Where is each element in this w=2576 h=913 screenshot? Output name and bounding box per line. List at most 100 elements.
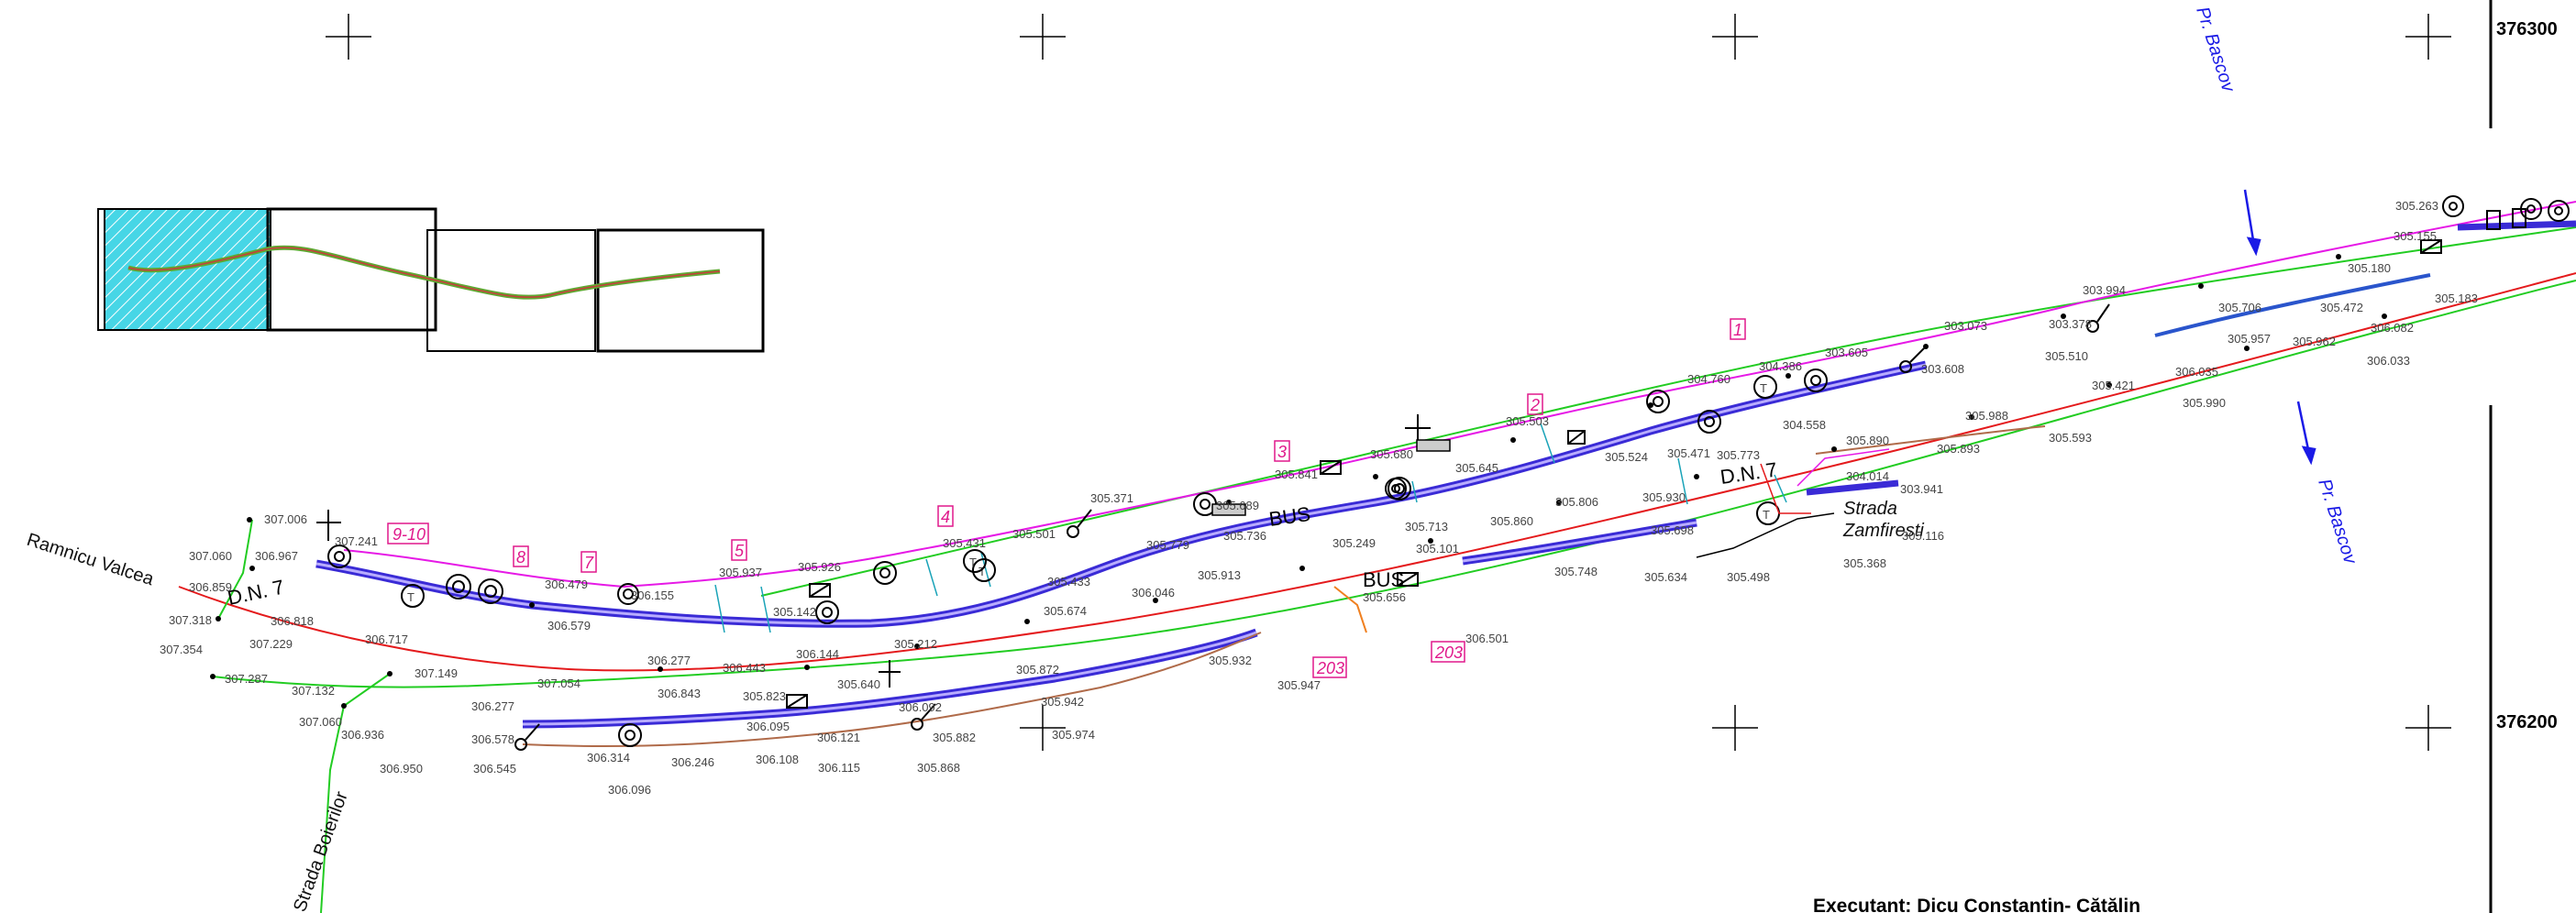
inset-sheet-frame xyxy=(426,229,596,352)
grid-cross xyxy=(2405,705,2451,751)
place-names: Ramnicu Valcea D.N. 7 D.N. 7 Strada Boie… xyxy=(24,5,2360,913)
bus-stops xyxy=(1211,439,1451,516)
road-edge-side-street xyxy=(320,673,391,913)
north-boundary xyxy=(343,201,2576,588)
spot-elevation: 305.689 xyxy=(1216,499,1259,512)
pipe-bundle-short xyxy=(1806,479,1899,496)
tag-label: 203 xyxy=(1434,644,1463,662)
spot-elevation: 305.503 xyxy=(1506,414,1549,428)
pole-icon xyxy=(316,510,341,541)
svg-text:T: T xyxy=(1760,381,1767,395)
road-label-dn7-east: D.N. 7 xyxy=(1719,458,1778,489)
inset-sheet-frame xyxy=(266,207,437,332)
tag-box xyxy=(1730,318,1746,340)
spot-elevation: 305.872 xyxy=(1016,663,1059,676)
road-axis xyxy=(178,272,2576,672)
inset-sheet-frame xyxy=(596,228,765,353)
spot-elevation: 305.249 xyxy=(1332,536,1376,550)
tag-label: 9-10 xyxy=(392,525,426,544)
teal-connectors xyxy=(714,423,1787,633)
spot-elevation: 305.779 xyxy=(1146,538,1189,552)
tag-label: 5 xyxy=(735,542,745,560)
spot-elevation: 303.941 xyxy=(1900,482,1943,496)
cabinet-icon xyxy=(1567,430,1586,445)
tag-box xyxy=(580,551,597,573)
tag-box xyxy=(513,545,529,567)
road-edges xyxy=(212,226,2576,913)
spot-elevation: 306.155 xyxy=(631,588,674,602)
spot-elevation: 305.823 xyxy=(743,689,786,703)
utility-bundles xyxy=(315,220,2576,729)
spot-elevation: 306.579 xyxy=(547,619,591,632)
bus-stop-shelter xyxy=(1416,439,1451,452)
brown-line-east xyxy=(1815,425,2046,455)
spot-elevation: 305.698 xyxy=(1651,523,1694,537)
spot-elevation: 305.937 xyxy=(719,566,762,579)
spot-elevation: 306.035 xyxy=(2175,365,2218,379)
bus-stop-shelter xyxy=(1211,503,1246,516)
spot-elevation: 305.773 xyxy=(1717,448,1760,462)
street-zamfiresti: Zamfiresti xyxy=(1842,521,1924,541)
side-street-edge xyxy=(1760,463,1811,514)
spot-elevation: 305.371 xyxy=(1090,491,1133,505)
spot-elevation: 305.932 xyxy=(1209,654,1252,667)
spot-elevation: 307.060 xyxy=(299,715,342,729)
spot-elevation: 305.501 xyxy=(1012,527,1056,541)
manhole-icon xyxy=(446,574,471,600)
spot-elevation: 306.443 xyxy=(723,661,766,675)
spot-elevation: 304.386 xyxy=(1759,359,1802,373)
spot-elevation: 305.421 xyxy=(2092,379,2135,392)
grid-cross xyxy=(1712,14,1758,60)
grid-crosses xyxy=(326,14,2451,751)
grid-cross xyxy=(1712,705,1758,751)
tag-label: 3 xyxy=(1277,443,1287,461)
spot-elevation: 306.082 xyxy=(2371,321,2414,335)
tag-box xyxy=(1274,440,1290,462)
street-strada-boierilor: Strada Boierilor xyxy=(290,788,352,913)
manhole-icon xyxy=(1388,477,1411,500)
tag-label: 4 xyxy=(941,508,950,526)
spot-elevation: 305.640 xyxy=(837,677,880,691)
spot-elevation: 306.501 xyxy=(1465,632,1509,645)
spot-elevation: 306.246 xyxy=(671,755,714,769)
spot-elevation: 306.121 xyxy=(817,731,860,744)
river-label-pr-bascov: Pr. Bascov xyxy=(2314,477,2360,567)
side-street-edge xyxy=(1696,512,1835,558)
pipe-line-upper xyxy=(2154,273,2431,337)
spot-elevation: 305.860 xyxy=(1490,514,1533,528)
svg-text:T: T xyxy=(1763,508,1770,522)
manhole-icon: T xyxy=(401,584,425,608)
spot-elevation: 305.988 xyxy=(1965,409,2008,423)
manhole-icon: T xyxy=(1753,375,1777,399)
spot-elevation: 304.014 xyxy=(1846,469,1889,483)
manhole-icon xyxy=(2548,200,2570,222)
spot-elevation: 304.558 xyxy=(1783,418,1826,432)
spot-elevation: 306.967 xyxy=(255,549,298,563)
spot-elevation: 305.116 xyxy=(1902,529,1944,543)
spot-elevation: 307.241 xyxy=(335,534,378,548)
spot-elevation: 306.950 xyxy=(380,762,423,776)
spot-elevation: 306.717 xyxy=(365,632,408,646)
spot-elevation: 305.841 xyxy=(1275,468,1318,481)
secondary-lines xyxy=(522,425,2046,748)
manhole-icon xyxy=(1697,410,1721,434)
tag-box xyxy=(1312,656,1347,678)
cabinet-icon xyxy=(1320,460,1342,475)
spot-elevation: 306.818 xyxy=(271,614,314,628)
spot-elevation: 306.092 xyxy=(899,700,942,714)
spot-elevation: 305.926 xyxy=(798,560,841,574)
side-street-edge xyxy=(1797,448,1890,487)
street-strada: Strada xyxy=(1843,499,1897,519)
spot-elevation: 307.006 xyxy=(264,512,307,526)
spot-elevation: 305.593 xyxy=(2049,431,2092,445)
spot-elevation: 305.155 xyxy=(2394,229,2437,243)
spot-elevation: 305.524 xyxy=(1605,450,1648,464)
grid-label-north-bottom: 376200 xyxy=(2496,712,2558,732)
cabinet-icon xyxy=(2512,208,2526,228)
pipe-line-top xyxy=(2457,220,2576,231)
spot-elevations: 307.006 307.241 307.060 306.967 306.859 … xyxy=(160,199,2478,797)
lamp-icon xyxy=(911,703,936,731)
spot-elevation: 305.947 xyxy=(1277,678,1321,692)
spot-elevation: 305.736 xyxy=(1223,529,1266,543)
grid-cross xyxy=(2405,14,2451,60)
